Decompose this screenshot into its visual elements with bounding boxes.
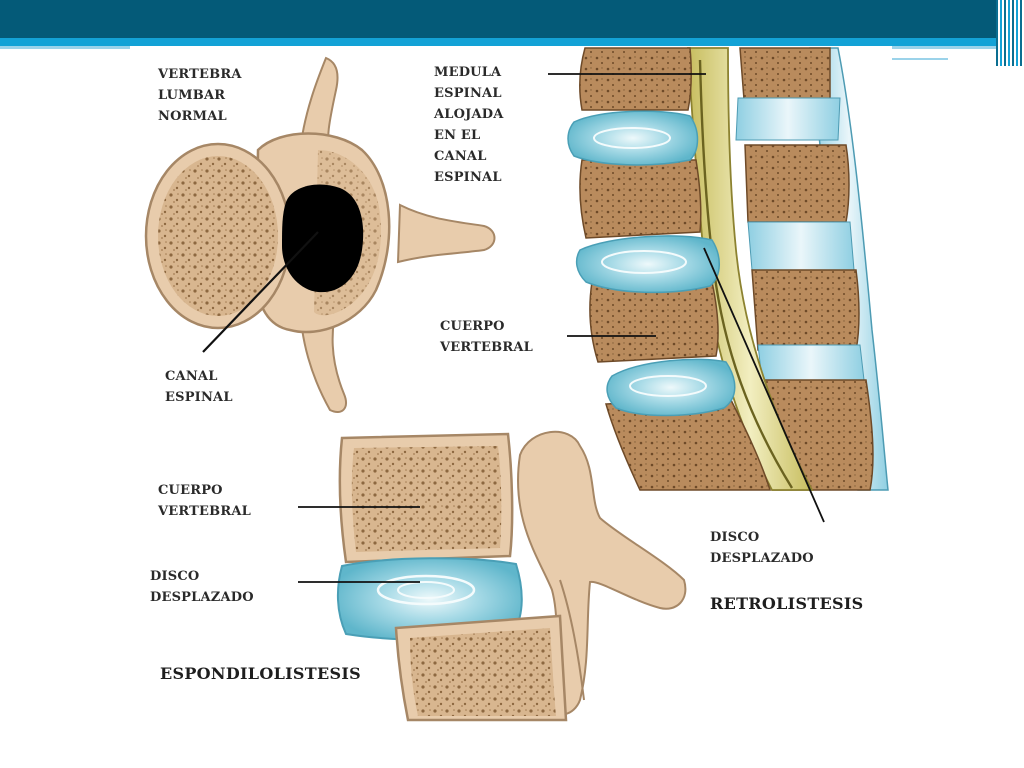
label-spinal-cord: MEDULA ESPINAL ALOJADA EN EL CANAL ESPIN… bbox=[434, 65, 504, 185]
header-accent-right bbox=[892, 46, 1010, 49]
retrolisthesis-drawing bbox=[548, 47, 889, 523]
label-vertebral-body-bottom: CUERPO VERTEBRAL bbox=[158, 483, 251, 519]
header-stripes bbox=[996, 0, 1024, 66]
header-accent-right-lower bbox=[892, 58, 948, 60]
label-displaced-disc-left: DISCO DESPLAZADO bbox=[150, 569, 254, 605]
spondylolisthesis-drawing bbox=[298, 430, 687, 722]
header-bar bbox=[0, 0, 1024, 38]
label-spinal-canal: CANAL ESPINAL bbox=[165, 369, 233, 405]
label-vertebral-body-top: CUERPO VERTEBRAL bbox=[440, 319, 533, 355]
header-accent-bar bbox=[0, 38, 1010, 46]
normal-vertebra-drawing bbox=[144, 56, 496, 413]
title-spondylolisthesis: ESPONDILOLISTESIS bbox=[160, 664, 361, 683]
label-displaced-disc-right: DISCO DESPLAZADO bbox=[710, 530, 814, 566]
title-retrolisthesis: RETROLISTESIS bbox=[710, 594, 864, 613]
header-accent-thin bbox=[0, 46, 130, 49]
label-normal-vertebra: VERTEBRA LUMBAR NORMAL bbox=[158, 67, 242, 124]
